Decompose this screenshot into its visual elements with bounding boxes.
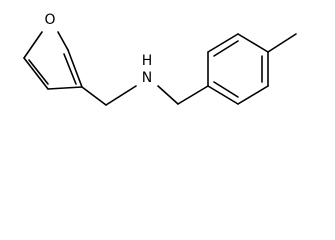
molecule-diagram: O N H (23, 12, 297, 106)
benzene-ring (207, 33, 269, 105)
bond-c4-c5 (67, 49, 83, 88)
furan-ring (23, 31, 83, 90)
bond-ar6-ar1-inner (213, 81, 239, 98)
hydrogen-label: H (142, 53, 153, 69)
bond-ar3-ar4 (237, 33, 269, 53)
bond-c5-o (57, 31, 69, 51)
bond-ch2-aryl (177, 85, 209, 105)
bond-ar6-ar1 (207, 85, 239, 105)
oxygen-label: O (44, 12, 55, 28)
nitrogen-label: N (142, 70, 152, 86)
bond-methyl (267, 33, 297, 53)
bond-c3-c4 (47, 86, 83, 90)
bond-ar2-ar3-inner (213, 40, 239, 57)
bond-c4-ch2 (81, 86, 107, 106)
linker-chain (81, 85, 209, 106)
bond-ch2-n (105, 85, 137, 106)
bond-ar5-ar6 (237, 85, 269, 105)
bond-c2-c3-inner (28, 59, 49, 85)
bond-n-ch2 (157, 85, 179, 105)
bond-ar2-ar3 (207, 33, 239, 53)
bond-c2-c3 (23, 57, 49, 90)
molecule-structure: O N H (23, 12, 297, 106)
bond-c4-c5-inner (63, 53, 77, 85)
bond-o-c2 (23, 31, 43, 59)
